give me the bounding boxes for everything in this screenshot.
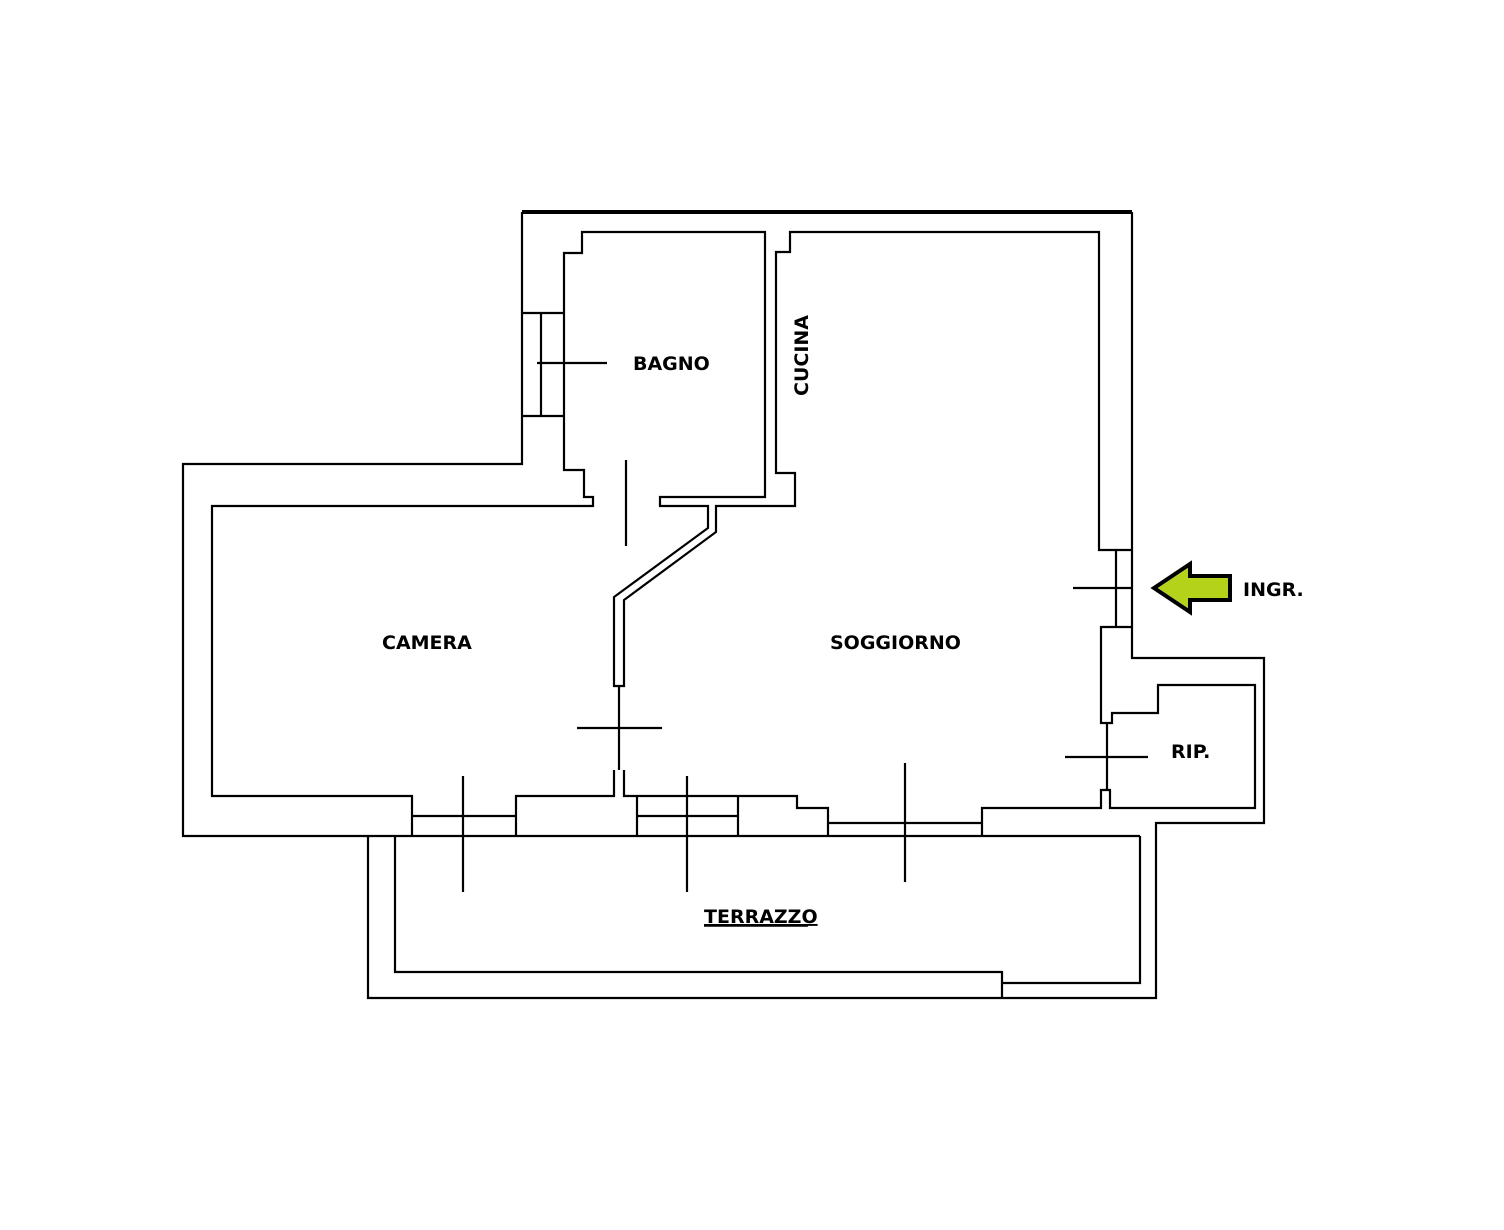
room-label-rip: RIP. (1171, 741, 1210, 763)
rip-wall (980, 625, 1257, 836)
walls (181, 210, 1266, 1000)
room-label-camera: CAMERA (382, 632, 472, 654)
room-label-soggiorno: SOGGIORNO (830, 632, 961, 654)
soggiorno-bottom-wall (622, 770, 830, 836)
outer-wall-right (366, 212, 1266, 1000)
room-label-bagno: BAGNO (633, 353, 710, 375)
door-marks (461, 361, 1148, 892)
terrace-inner-right (1002, 836, 1142, 985)
camera-wall (210, 230, 1132, 836)
room-label-terrazzo: TERRAZZO (704, 906, 818, 928)
entrance-label: INGR. (1243, 579, 1304, 601)
terrace-inner (393, 836, 1004, 998)
partition-wall (514, 770, 616, 836)
room-label-cucina: CUCINA (791, 315, 813, 396)
arrow-left-icon (1150, 560, 1232, 616)
outer-wall (181, 212, 1140, 838)
